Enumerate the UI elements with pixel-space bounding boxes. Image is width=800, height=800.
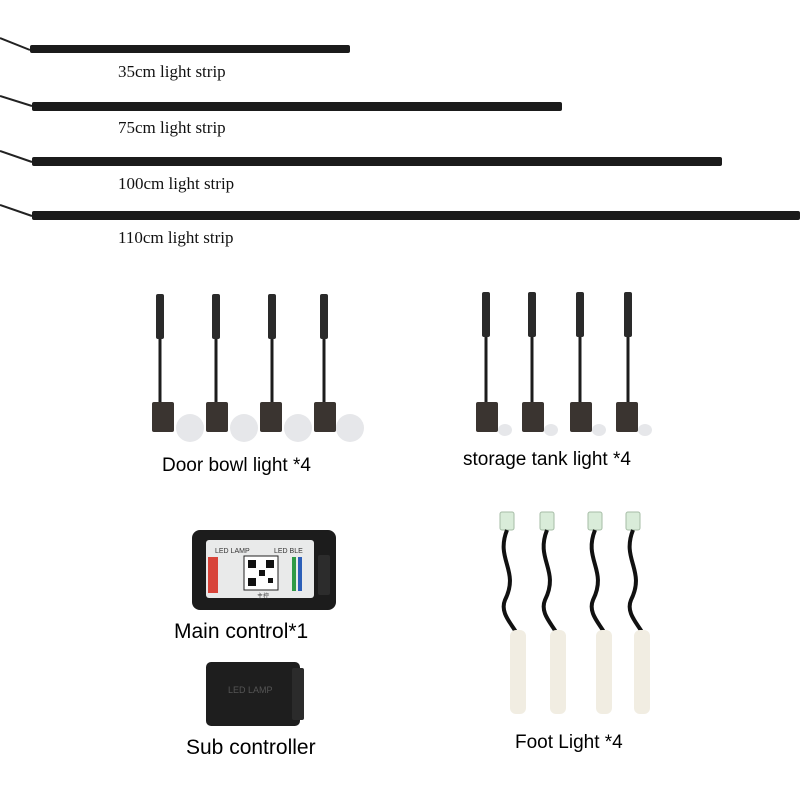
led-pin-blue xyxy=(298,557,302,591)
door-bowl-light xyxy=(260,294,312,442)
led-pin-green xyxy=(292,557,296,591)
strip-100cm xyxy=(0,150,722,166)
door-bowl-lights xyxy=(152,294,364,442)
main-controller: LED LAMP LED BLE 主控 xyxy=(192,530,336,610)
storage-tank-light xyxy=(522,292,558,436)
door-bowl-light xyxy=(314,294,364,442)
strip-75cm xyxy=(0,95,562,111)
strip-label-100cm: 100cm light strip xyxy=(118,174,235,193)
storage-tank-light xyxy=(616,292,652,436)
strip-label-110cm: 110cm light strip xyxy=(118,228,234,247)
storage-tank-light xyxy=(570,292,606,436)
main-control-top-right: LED BLE xyxy=(274,548,303,555)
foot-light xyxy=(539,511,566,714)
storage-tank-light xyxy=(476,292,512,436)
storage-tank-caption: storage tank light *4 xyxy=(463,449,631,470)
door-bowl-light xyxy=(152,294,204,442)
main-control-caption: Main control*1 xyxy=(174,620,309,643)
door-bowl-light xyxy=(206,294,258,442)
foot-light xyxy=(625,511,650,714)
strip-35cm xyxy=(0,37,350,53)
strip-110cm xyxy=(0,204,800,220)
sub-controller-device: LED LAMP xyxy=(206,662,304,726)
foot-light xyxy=(587,511,612,714)
foot-light-caption: Foot Light *4 xyxy=(515,732,623,753)
main-control-top-left: LED LAMP xyxy=(215,548,250,555)
storage-tank-lights xyxy=(476,292,652,436)
sub-controller-label: LED LAMP xyxy=(228,685,273,695)
door-bowl-caption: Door bowl light *4 xyxy=(162,455,311,476)
acc-pin-strip xyxy=(208,557,218,593)
main-control-bottom: 主控 xyxy=(257,592,269,600)
sub-controller-caption: Sub controller xyxy=(186,736,316,759)
strip-label-35cm: 35cm light strip xyxy=(118,62,226,81)
foot-lights xyxy=(499,511,650,714)
strip-label-75cm: 75cm light strip xyxy=(118,118,226,137)
foot-light xyxy=(499,511,526,714)
